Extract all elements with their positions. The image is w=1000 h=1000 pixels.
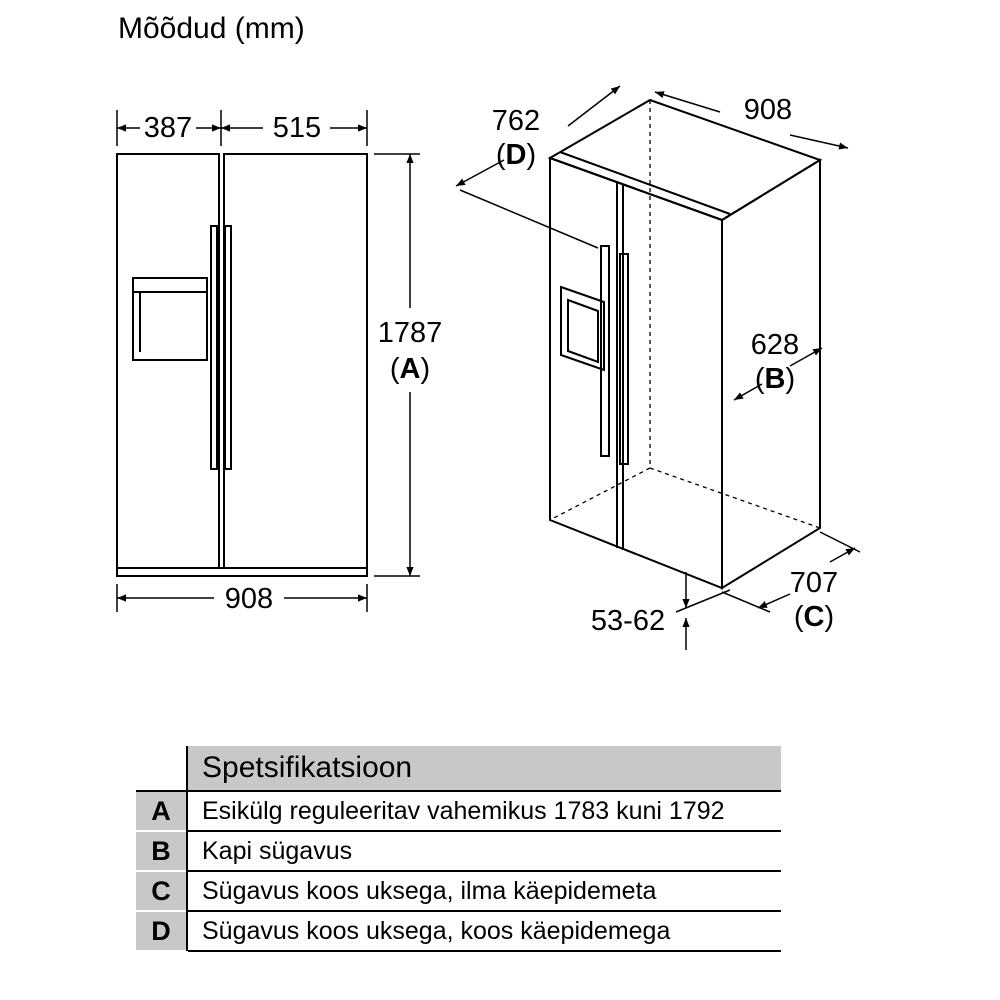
table-row: B Kapi sügavus — [136, 831, 781, 872]
front-view — [116, 153, 368, 577]
spec-key: D — [136, 911, 186, 952]
dim-depth-without-handle: 707 — [790, 567, 838, 599]
iso-dispenser — [560, 285, 605, 372]
page-title: Mõõdud (mm) — [118, 12, 305, 45]
dim-gap-range: 53-62 — [591, 605, 665, 637]
dim-cabinet-depth-key: (B) — [755, 363, 795, 395]
dim-right-door-width: 515 — [273, 112, 321, 144]
table-row: A Esikülg reguleeritav vahemikus 1783 ku… — [136, 791, 781, 832]
right-door — [223, 153, 368, 569]
table-row: C Sügavus koos uksega, ilma käepidemeta — [136, 871, 781, 912]
spec-text: Sügavus koos uksega, koos käepidemega — [188, 911, 781, 952]
left-handle — [210, 225, 218, 470]
iso-handle-left — [600, 245, 610, 457]
iso-view — [547, 98, 823, 590]
right-handle — [224, 225, 232, 470]
dim-depth-without-handle-key: (C) — [794, 601, 834, 633]
base-plinth — [116, 567, 368, 577]
dim-height-key: (A) — [390, 353, 430, 385]
dim-left-door-width: 387 — [144, 112, 192, 144]
spec-table-header-row: Spetsifikatsioon — [136, 746, 781, 792]
spec-text: Esikülg reguleeritav vahemikus 1783 kuni… — [188, 791, 781, 832]
iso-side-face — [721, 158, 821, 590]
spec-text: Kapi sügavus — [188, 831, 781, 872]
dim-iso-width: 908 — [744, 94, 792, 126]
table-row: D Sügavus koos uksega, koos käepidemega — [136, 911, 781, 952]
spec-key: C — [136, 871, 186, 912]
dim-cabinet-depth: 628 — [751, 329, 799, 361]
spec-key: A — [136, 791, 186, 832]
spec-table-header: Spetsifikatsioon — [188, 746, 781, 792]
spec-key: B — [136, 831, 186, 872]
spec-text: Sügavus koos uksega, ilma käepidemeta — [188, 871, 781, 912]
dimension-drawing: 387 515 1787 (A) 908 — [116, 85, 861, 650]
dim-depth-with-handle-key: (D) — [496, 139, 536, 171]
iso-handle-right — [619, 253, 629, 465]
dim-front-total-width: 908 — [225, 583, 273, 615]
water-dispenser — [132, 277, 208, 361]
iso-front-face — [549, 156, 723, 590]
dim-depth-with-handle: 762 — [492, 105, 540, 137]
spec-table: Spetsifikatsioon A Esikülg reguleeritav … — [136, 746, 781, 952]
dim-height: 1787 — [378, 317, 443, 349]
